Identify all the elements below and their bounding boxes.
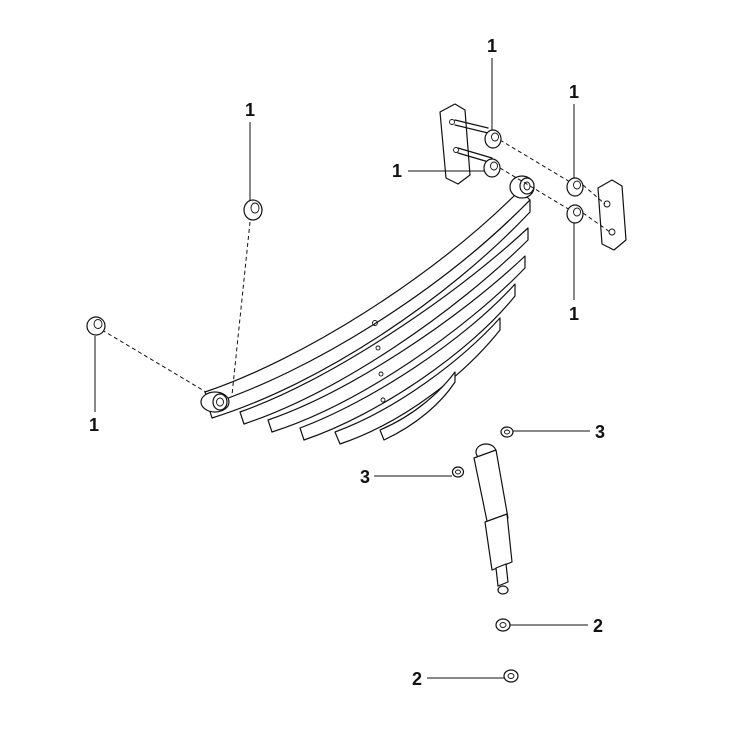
spring-eye-left [200,391,230,413]
nut-icon [503,669,519,683]
bushing-icon [566,204,584,224]
callout-bushing-top-right-a: 1 [487,36,497,56]
callout-nut-bottom: 2 [412,669,422,689]
leader-lines [94,58,590,679]
bushing-icon [243,199,263,221]
bushing-icon [566,177,584,197]
spring-eye-right [509,175,535,199]
shackle-outer-plate [597,179,627,251]
shackle-bolts [454,119,493,164]
nut-icon [495,618,511,632]
callout-bushing-top-left: 1 [245,100,255,120]
callout-nut-top-right: 3 [595,422,605,442]
leaf-spring [200,175,535,445]
alignment-lines [101,139,611,396]
callout-bushing-top-right-b: 1 [569,82,579,102]
callout-bushing-left: 1 [89,415,99,435]
nut-icon [500,426,514,438]
callout-bushing-lower-right: 1 [569,304,579,324]
nut-icon [451,466,465,478]
bushing-icon [483,158,501,178]
callout-nut-mid-left: 3 [360,467,370,487]
bushing-icon [86,316,106,336]
shackle-inner-plate [439,103,471,185]
bushing-icon [484,129,502,149]
shock-absorber [473,443,513,595]
callout-nut-lower-right: 2 [593,616,603,636]
callout-bushing-mid-right: 1 [392,161,402,181]
